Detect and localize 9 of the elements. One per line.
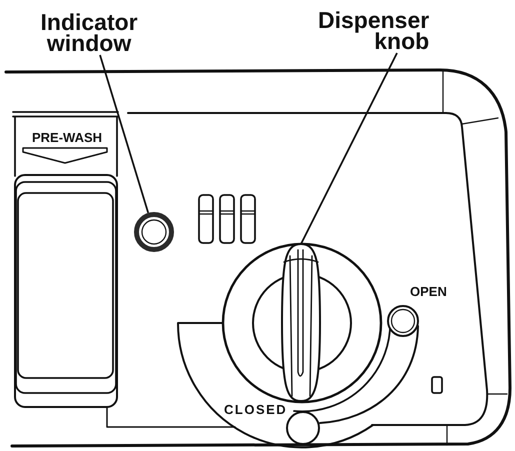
callout-label: Indicator window (40, 12, 138, 54)
leader-line (300, 52, 398, 244)
lid-label: PRE-WASH (32, 131, 102, 144)
position-label: OPEN (410, 285, 447, 298)
leader-line (99, 54, 150, 214)
position-label: CLOSED (224, 403, 288, 416)
indicator-window (133, 211, 175, 253)
dispenser-knob (220, 241, 384, 405)
callout-label: Dispenser knob (318, 10, 430, 52)
